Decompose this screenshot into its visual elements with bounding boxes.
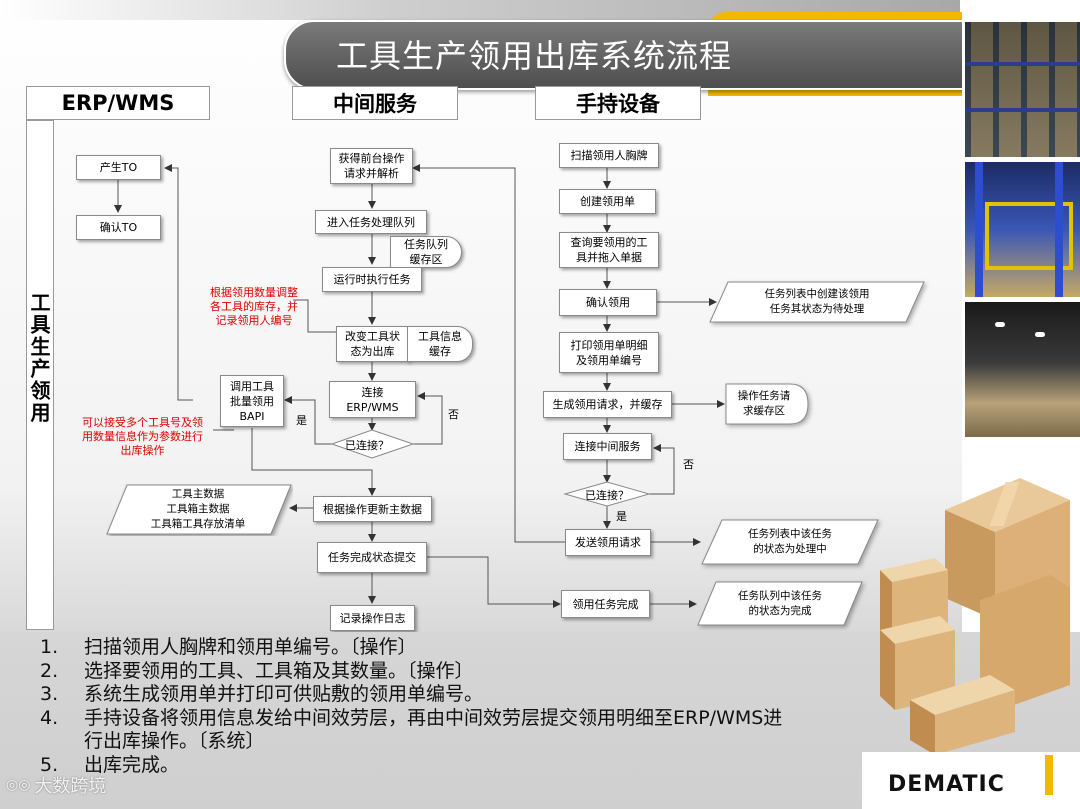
edge-to-create-to — [164, 164, 193, 401]
annotation-adjust-stock: 根据领用数量调整 各工具的库存，并 记录领用人编号 — [210, 286, 298, 327]
node-connect-erp: 连接 ERP/WMS — [329, 381, 416, 418]
edge-label-yes-1: 是 — [296, 414, 307, 427]
node-bapi: 调用工具 批量领用 BAPI — [220, 375, 284, 427]
step-text: 出库完成。 — [84, 753, 180, 776]
master-data-text: 工具主数据 工具箱主数据 工具箱工具存放清单 — [150, 487, 246, 530]
brand-logo: DEMATIC — [888, 772, 1005, 797]
column-header-handheld: 手持设备 — [535, 86, 701, 120]
brand-accent — [1045, 755, 1053, 795]
page-title: 工具生产领用出库系统流程 — [335, 37, 732, 75]
warehouse-photo-3 — [965, 302, 1080, 437]
step-text: 手持设备将领用信息发给中间效劳层，再由中间效劳层提交领用明细至ERP/WMS进 — [84, 706, 783, 729]
column-header-erp: ERP/WMS — [26, 86, 210, 120]
node-send-request: 发送领用请求 — [565, 529, 651, 556]
step-item: 行出库操作。〔系统〕 — [40, 730, 782, 754]
step-number — [40, 730, 84, 754]
node-connected-middle: 已连接？ — [345, 439, 389, 452]
warehouse-photo-2 — [965, 162, 1080, 297]
watermark: ◎◎大数跨境 — [6, 776, 107, 797]
node-run-task: 运行时执行任务 — [322, 267, 422, 292]
parallelogram-master-data — [106, 484, 292, 535]
node-tool-cache: 工具信息 缓存 — [407, 326, 473, 362]
warehouse-photo-1 — [965, 22, 1080, 157]
node-scan-badge: 扫描领用人胸牌 — [559, 143, 659, 168]
edge-no-loop-1 — [413, 392, 443, 445]
step-number: 1. — [40, 636, 59, 658]
annotation-multi-params: 可以接受多个工具号及领 用数量信息作为参数进行 出库操作 — [82, 416, 203, 457]
node-get-request: 获得前台操作 请求并解析 — [330, 148, 413, 184]
node-change-status: 改变工具状 态为出库 — [336, 326, 409, 362]
note-request-cache: 操作任务请 求缓存区 — [737, 390, 791, 417]
decision-diamond-handheld — [563, 481, 651, 507]
node-gen-request: 生成领用请求，并缓存 — [543, 391, 672, 418]
edge-no-loop-2 — [649, 444, 675, 495]
edge-label-yes-2: 是 — [616, 510, 627, 523]
step-number: 2. — [40, 659, 59, 682]
node-query-tools: 查询要领用的工 具并拖入单据 — [559, 232, 659, 268]
column-header-middle: 中间服务 — [292, 86, 458, 120]
node-task-done-submit: 任务完成状态提交 — [317, 542, 427, 573]
edge-yes-to-bapi — [284, 396, 332, 445]
step-text: 扫描领用人胸牌和领用单编号。〔操作〕 — [84, 636, 417, 658]
edge-label-no-1: 否 — [448, 408, 459, 421]
step-item: 1. 扫描领用人胸牌和领用单编号。〔操作〕 — [40, 636, 782, 660]
annotation-line-1 — [293, 299, 336, 333]
node-confirm-to: 确认TO — [76, 215, 161, 240]
node-create-to: 产生TO — [76, 155, 161, 180]
decision-diamond-middle — [330, 429, 415, 459]
node-connect-middle: 连接中间服务 — [563, 433, 652, 460]
note-create-task: 任务列表中创建该领用 任务其状态为待处理 — [764, 288, 870, 315]
step-number: 3. — [40, 683, 59, 705]
note-processing: 任务列表中该任务 的状态为处理中 — [748, 528, 832, 555]
node-enter-queue: 进入任务处理队列 — [315, 210, 427, 234]
steps-list: 1. 扫描领用人胸牌和领用单编号。〔操作〕 2. 选择要领用的工具、工具箱及其数量。… — [40, 636, 782, 777]
step-item: 2. 选择要领用的工具、工具箱及其数量。〔操作〕 — [40, 660, 782, 684]
step-item: 5. 出库完成。 — [40, 754, 782, 778]
step-item: 4. 手持设备将领用信息发给中间效劳层，再由中间效劳层提交领用明细至ERP/WMS… — [40, 707, 782, 731]
node-print: 打印领用单明细 及领用单编号 — [559, 332, 659, 373]
node-connected-handheld: 已连接？ — [585, 489, 629, 502]
step-item: 3. 系统生成领用单并打印可供贴敷的领用单编号。 — [40, 683, 782, 707]
step-text: 选择要领用的工具、工具箱及其数量。〔操作〕 — [84, 659, 474, 682]
step-text: 系统生成领用单并打印可供贴敷的领用单编号。 — [84, 683, 484, 705]
brand-panel — [862, 752, 1080, 809]
edge-send-to-middle — [412, 164, 565, 543]
node-confirm: 确认领用 — [559, 289, 657, 316]
node-log: 记录操作日志 — [330, 605, 415, 631]
side-label-column — [26, 120, 54, 630]
edge-label-no-2: 否 — [683, 458, 694, 471]
watermark-logo-icon: ◎◎ — [6, 777, 31, 793]
node-update-master: 根据操作更新主数据 — [313, 496, 432, 522]
boxes-illustration — [880, 478, 1070, 755]
note-completed: 任务队列中该任务 的状态为完成 — [738, 590, 822, 617]
step-number: 5. — [40, 753, 59, 776]
step-number: 4. — [40, 706, 59, 729]
node-task-complete: 领用任务完成 — [561, 590, 650, 618]
node-queue-cache: 任务队列 缓存区 — [390, 236, 462, 268]
node-create-form: 创建领用单 — [559, 189, 656, 214]
side-label: 工具生产领用 — [27, 292, 51, 424]
edge-bapi-to-update — [251, 428, 376, 496]
edge-submit-to-complete — [427, 556, 561, 608]
step-text: 行出库操作。〔系统〕 — [84, 730, 265, 752]
